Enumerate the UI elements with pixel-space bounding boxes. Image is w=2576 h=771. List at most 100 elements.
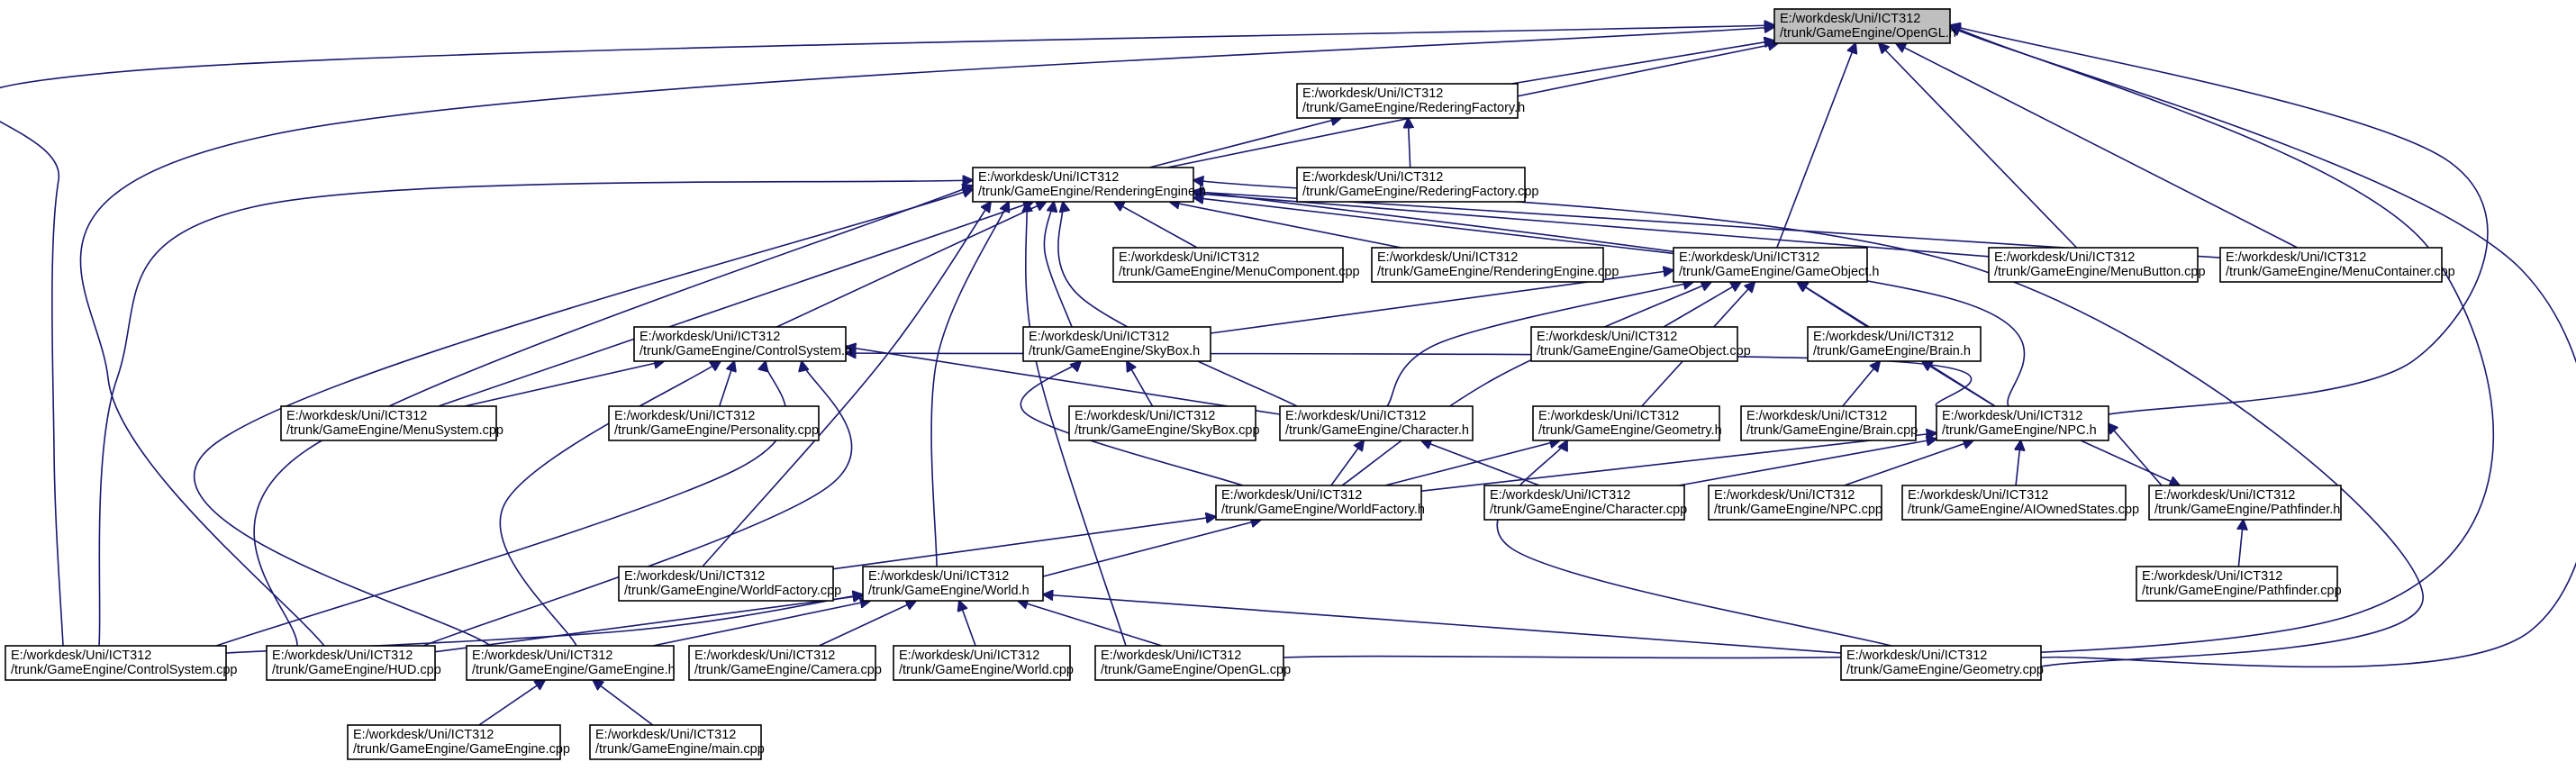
file-node-character-h[interactable]: E:/workdesk/Uni/ICT312/trunk/GameEngine/… <box>1279 405 1474 441</box>
file-node-box <box>347 724 561 760</box>
include-edge <box>1020 361 1244 486</box>
file-node-geometry-cpp[interactable]: E:/workdesk/Uni/ICT312/trunk/GameEngine/… <box>1840 645 2044 681</box>
file-node-filename: /trunk/GameEngine/ControlSystem.h <box>639 344 852 358</box>
file-node-worldfactory-h[interactable]: E:/workdesk/Uni/ICT312/trunk/GameEngine/… <box>1215 485 1425 521</box>
file-node-rederingfactory-cpp[interactable]: E:/workdesk/Uni/ICT312/trunk/GameEngine/… <box>1296 167 1538 203</box>
file-node-filename: /trunk/GameEngine/World.cpp <box>899 663 1074 677</box>
file-node-path: E:/workdesk/Uni/ICT312 <box>2154 488 2295 503</box>
file-node-path: E:/workdesk/Uni/ICT312 <box>899 649 1039 663</box>
file-node-gameengine-cpp[interactable]: E:/workdesk/Uni/ICT312/trunk/GameEngine/… <box>347 724 570 760</box>
file-node-path: E:/workdesk/Uni/ICT312 <box>1538 409 1679 423</box>
file-node-path: E:/workdesk/Uni/ICT312 <box>1679 250 1819 265</box>
file-node-filename: /trunk/GameEngine/World.h <box>868 584 1029 598</box>
file-node-filename: /trunk/GameEngine/WorldFactory.h <box>1221 503 1425 517</box>
include-edge <box>422 361 853 647</box>
include-edge <box>1148 118 1341 168</box>
file-node-box <box>1936 405 2109 441</box>
include-edge <box>776 202 1046 328</box>
file-node-filename: /trunk/GameEngine/Brain.cpp <box>1746 423 1918 438</box>
include-edge <box>1114 202 1198 249</box>
file-node-filename: /trunk/GameEngine/MenuSystem.cpp <box>286 423 503 438</box>
file-node-character-cpp[interactable]: E:/workdesk/Uni/ICT312/trunk/GameEngine/… <box>1483 485 1687 521</box>
file-node-renderingengine-h[interactable]: E:/workdesk/Uni/ICT312/trunk/GameEngine/… <box>972 167 1206 203</box>
include-edge <box>438 202 1033 407</box>
include-edge <box>652 601 870 647</box>
file-node-filename: /trunk/GameEngine/OpenGL.cpp <box>1101 663 1291 677</box>
file-node-controlsystem-cpp[interactable]: E:/workdesk/Uni/ICT312/trunk/GameEngine/… <box>5 645 237 681</box>
file-node-geometry-h[interactable]: E:/workdesk/Uni/ICT312/trunk/GameEngine/… <box>1532 405 1722 441</box>
file-node-filename: /trunk/GameEngine/HUD.cpp <box>272 663 441 677</box>
file-node-opengl-cpp[interactable]: E:/workdesk/Uni/ICT312/trunk/GameEngine/… <box>1094 645 1291 681</box>
file-node-filename: /trunk/GameEngine/RederingFactory.cpp <box>1302 185 1538 199</box>
file-node-controlsystem-h[interactable]: E:/workdesk/Uni/ICT312/trunk/GameEngine/… <box>633 326 852 362</box>
file-node-menucontainer-cpp[interactable]: E:/workdesk/Uni/ICT312/trunk/GameEngine/… <box>2219 247 2455 283</box>
file-node-box <box>1296 83 1519 119</box>
file-node-pathfinder-h[interactable]: E:/workdesk/Uni/ICT312/trunk/GameEngine/… <box>2148 485 2342 521</box>
include-edge <box>1193 192 2221 259</box>
file-node-path: E:/workdesk/Uni/ICT312 <box>1285 409 1426 423</box>
include-edge <box>930 202 1009 567</box>
include-edge <box>215 361 787 647</box>
file-node-gameobject-cpp[interactable]: E:/workdesk/Uni/ICT312/trunk/GameEngine/… <box>1530 326 1751 362</box>
file-node-skybox-cpp[interactable]: E:/workdesk/Uni/ICT312/trunk/GameEngine/… <box>1068 405 1260 441</box>
include-edge <box>2016 440 2020 486</box>
file-node-camera-cpp[interactable]: E:/workdesk/Uni/ICT312/trunk/GameEngine/… <box>688 645 882 681</box>
file-node-gameobject-h[interactable]: E:/workdesk/Uni/ICT312/trunk/GameEngine/… <box>1673 247 1879 283</box>
file-node-menusystem-cpp[interactable]: E:/workdesk/Uni/ICT312/trunk/GameEngine/… <box>280 405 503 441</box>
file-node-menucomponent-cpp[interactable]: E:/workdesk/Uni/ICT312/trunk/GameEngine/… <box>1112 247 1360 283</box>
file-node-path: E:/workdesk/Uni/ICT312 <box>1119 250 1259 265</box>
file-node-box <box>1296 167 1526 203</box>
file-node-main-cpp[interactable]: E:/workdesk/Uni/ICT312/trunk/GameEngine/… <box>589 724 765 760</box>
file-node-filename: /trunk/GameEngine/OpenGL.h <box>1780 26 1956 41</box>
file-node-pathfinder-cpp[interactable]: E:/workdesk/Uni/ICT312/trunk/GameEngine/… <box>2136 566 2342 602</box>
file-node-path: E:/workdesk/Uni/ICT312 <box>1746 409 1887 423</box>
file-node-world-cpp[interactable]: E:/workdesk/Uni/ICT312/trunk/GameEngine/… <box>893 645 1074 681</box>
file-node-filename: /trunk/GameEngine/GameObject.h <box>1679 265 1879 279</box>
file-node-brain-h[interactable]: E:/workdesk/Uni/ICT312/trunk/GameEngine/… <box>1807 326 1982 362</box>
include-edge <box>719 361 734 407</box>
file-node-filename: /trunk/GameEngine/GameObject.cpp <box>1537 344 1751 358</box>
file-node-box <box>633 326 847 362</box>
file-node-rederingfactory-h[interactable]: E:/workdesk/Uni/ICT312/trunk/GameEngine/… <box>1296 83 1525 119</box>
file-node-filename: /trunk/GameEngine/ControlSystem.cpp <box>11 663 237 677</box>
file-node-personality-cpp[interactable]: E:/workdesk/Uni/ICT312/trunk/GameEngine/… <box>608 405 820 441</box>
file-node-npc-cpp[interactable]: E:/workdesk/Uni/ICT312/trunk/GameEngine/… <box>1708 485 1882 521</box>
file-node-path: E:/workdesk/Uni/ICT312 <box>1813 330 1954 344</box>
file-node-path: E:/workdesk/Uni/ICT312 <box>11 649 151 663</box>
file-node-path: E:/workdesk/Uni/ICT312 <box>1302 86 1443 101</box>
file-node-filename: /trunk/GameEngine/AIOwnedStates.cpp <box>1908 503 2139 517</box>
file-node-filename: /trunk/GameEngine/RederingFactory.h <box>1302 101 1525 115</box>
file-node-aiownedstates-cpp[interactable]: E:/workdesk/Uni/ICT312/trunk/GameEngine/… <box>1901 485 2139 521</box>
file-node-box <box>1740 405 1917 441</box>
file-node-brain-cpp[interactable]: E:/workdesk/Uni/ICT312/trunk/GameEngine/… <box>1740 405 1918 441</box>
file-node-worldfactory-cpp[interactable]: E:/workdesk/Uni/ICT312/trunk/GameEngine/… <box>618 566 841 602</box>
include-edge <box>1127 361 1154 407</box>
file-node-filename: /trunk/GameEngine/RenderingEngine.cpp <box>1377 265 1619 279</box>
file-node-filename: /trunk/GameEngine/Brain.h <box>1813 344 1971 358</box>
file-node-box <box>5 645 227 681</box>
file-node-filename: /trunk/GameEngine/Character.cpp <box>1490 503 1687 517</box>
file-node-box <box>280 405 497 441</box>
file-node-opengl-h[interactable]: E:/workdesk/Uni/ICT312/trunk/GameEngine/… <box>1773 8 1956 44</box>
include-edge <box>846 347 1281 415</box>
file-node-path: E:/workdesk/Uni/ICT312 <box>1846 649 1987 663</box>
file-node-path: E:/workdesk/Uni/ICT312 <box>1302 170 1443 185</box>
file-node-box <box>608 405 820 441</box>
include-edge <box>1896 43 2299 249</box>
file-node-renderingengine-cpp[interactable]: E:/workdesk/Uni/ICT312/trunk/GameEngine/… <box>1371 247 1619 283</box>
file-node-npc-h[interactable]: E:/workdesk/Uni/ICT312/trunk/GameEngine/… <box>1936 405 2109 441</box>
file-node-filename: /trunk/GameEngine/RenderingEngine.h <box>978 185 1206 199</box>
file-node-hud-cpp[interactable]: E:/workdesk/Uni/ICT312/trunk/GameEngine/… <box>266 645 441 681</box>
include-edge <box>1193 197 1674 255</box>
file-node-path: E:/workdesk/Uni/ICT312 <box>1714 488 1855 503</box>
file-node-skybox-h[interactable]: E:/workdesk/Uni/ICT312/trunk/GameEngine/… <box>1022 326 1211 362</box>
include-edge <box>1026 202 1127 647</box>
file-node-filename: /trunk/GameEngine/WorldFactory.cpp <box>624 584 841 598</box>
file-node-world-h[interactable]: E:/workdesk/Uni/ICT312/trunk/GameEngine/… <box>862 566 1044 602</box>
file-node-path: E:/workdesk/Uni/ICT312 <box>595 728 736 742</box>
file-node-filename: /trunk/GameEngine/MenuComponent.cpp <box>1119 265 1360 279</box>
file-nodes: E:/workdesk/Uni/ICT312/trunk/GameEngine/… <box>5 8 2455 760</box>
file-node-gameengine-h[interactable]: E:/workdesk/Uni/ICT312/trunk/GameEngine/… <box>466 645 676 681</box>
file-node-menubutton-cpp[interactable]: E:/workdesk/Uni/ICT312/trunk/GameEngine/… <box>1988 247 2206 283</box>
file-node-path: E:/workdesk/Uni/ICT312 <box>2226 250 2366 265</box>
